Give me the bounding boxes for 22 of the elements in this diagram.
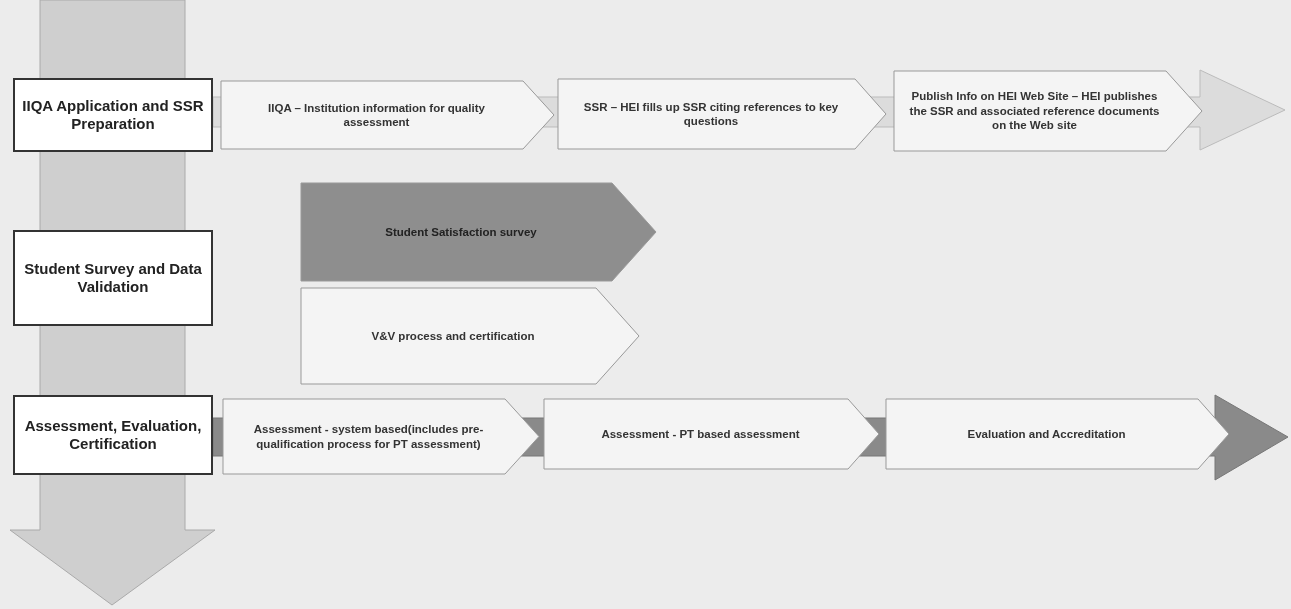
- step-label: Student Satisfaction survey: [385, 224, 537, 240]
- step-label: V&V process and certification: [371, 328, 535, 344]
- step-label: Publish Info on HEI Web Site – HEI publishes the SSR and associated reference documents on the Web site: [908, 89, 1161, 133]
- step-label: Assessment - PT based assessment: [601, 426, 800, 442]
- stage-label: Assessment, Evaluation, Certification: [23, 417, 203, 453]
- step-label: IIQA – Institution information for quality assessment: [267, 100, 486, 130]
- chevron-shape: [222, 398, 540, 475]
- chevron-shape: [300, 182, 657, 282]
- stage-label: IIQA Application and SSR Preparation: [21, 97, 205, 133]
- chevron-shape: [893, 70, 1203, 152]
- stage-label: Student Survey and Data Validation: [23, 260, 203, 296]
- chevron-shape: [885, 398, 1230, 470]
- chevron-shape: [300, 287, 640, 385]
- stage-box: [13, 395, 213, 475]
- chevron-shape: [220, 80, 555, 150]
- stage-box: [13, 78, 213, 152]
- chevron-shape: [557, 78, 887, 150]
- chevron-shape: [543, 398, 880, 470]
- step-label: Evaluation and Accreditation: [967, 426, 1126, 442]
- stage-box: [13, 230, 213, 326]
- step-label: Assessment - system based(includes pre-qualification process for PT assessment): [252, 422, 485, 451]
- step-label: SSR – HEI fills up SSR citing references to key questions: [582, 99, 840, 129]
